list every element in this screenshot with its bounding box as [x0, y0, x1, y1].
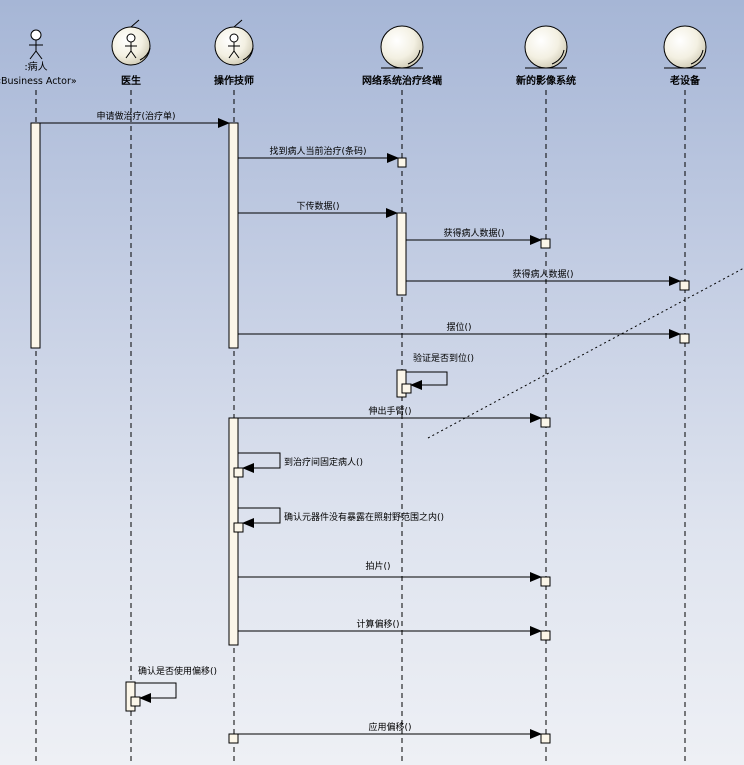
message-label: 获得病人数据() — [443, 227, 504, 239]
message-label: 获得病人数据() — [512, 268, 573, 280]
participant-stereotype: «Business Actor» — [0, 76, 77, 87]
message-label: 到治疗间固定病人() — [284, 456, 363, 468]
participant-label: :病人 — [24, 60, 47, 73]
message-label: 找到病人当前治疗(条码) — [269, 145, 366, 157]
participant-label: 网络系统治疗终端 — [362, 74, 442, 87]
participant-patient[interactable]: :病人 «Business Actor» — [0, 29, 77, 87]
message-label: 确认元器件没有暴露在照射野范围之内() — [284, 511, 444, 523]
participant-old[interactable]: 老设备 — [663, 25, 707, 87]
activation-bar[interactable] — [233, 522, 244, 533]
note-connector — [427, 267, 744, 439]
participant-label: 医生 — [121, 74, 141, 87]
participant-technician[interactable]: 操作技师 — [214, 19, 254, 87]
message-label: 摆位() — [446, 321, 471, 333]
activation-bar[interactable] — [396, 212, 407, 296]
activation-bar[interactable] — [397, 157, 407, 168]
business-entity-icon — [663, 25, 707, 69]
self-message-arrow[interactable] — [135, 682, 177, 703]
activation-bar[interactable] — [540, 238, 551, 249]
message-label: 应用偏移() — [368, 721, 411, 733]
participant-imaging[interactable]: 新的影像系统 — [516, 25, 576, 87]
message-label: 计算偏移() — [356, 618, 399, 630]
message-label: 申请做治疗(治疗单) — [96, 110, 175, 122]
activation-bar[interactable] — [228, 733, 239, 744]
actor-icon — [29, 29, 43, 60]
activation-bar[interactable] — [540, 417, 551, 428]
business-entity-icon — [524, 25, 568, 69]
self-message-arrow[interactable] — [238, 507, 281, 528]
business-worker-icon — [111, 19, 151, 66]
participant-doctor[interactable]: 医生 — [111, 19, 151, 87]
message-label: 下传数据() — [296, 200, 339, 212]
activation-bar[interactable] — [233, 467, 244, 478]
message-label: 拍片() — [365, 560, 390, 572]
messages — [40, 118, 681, 739]
self-message-arrow[interactable] — [238, 452, 281, 473]
participant-label: 老设备 — [669, 74, 701, 87]
activation-bar[interactable] — [679, 333, 690, 344]
message-label: 验证是否到位() — [413, 352, 474, 364]
activation-bar[interactable] — [540, 733, 551, 744]
activation-bar[interactable] — [30, 122, 41, 349]
activation-bar[interactable] — [540, 630, 551, 641]
participant-label: 操作技师 — [214, 74, 254, 87]
message-labels: 申请做治疗(治疗单) 找到病人当前治疗(条码) 下传数据() 获得病人数据() … — [96, 110, 573, 733]
activation-bar[interactable] — [130, 696, 141, 707]
business-entity-icon — [380, 25, 424, 69]
lifelines — [35, 90, 686, 765]
message-label: 伸出手臂() — [368, 405, 411, 417]
self-message-arrow[interactable] — [406, 371, 448, 390]
participant-terminal[interactable]: 网络系统治疗终端 — [362, 25, 442, 87]
activation-bar[interactable] — [228, 122, 239, 349]
message-label: 确认是否使用偏移() — [138, 665, 217, 677]
activations — [30, 122, 690, 744]
business-worker-icon — [214, 19, 254, 66]
activation-bar[interactable] — [401, 383, 412, 394]
activation-bar[interactable] — [540, 576, 551, 587]
activation-bar[interactable] — [679, 280, 690, 291]
participant-label: 新的影像系统 — [516, 74, 576, 87]
